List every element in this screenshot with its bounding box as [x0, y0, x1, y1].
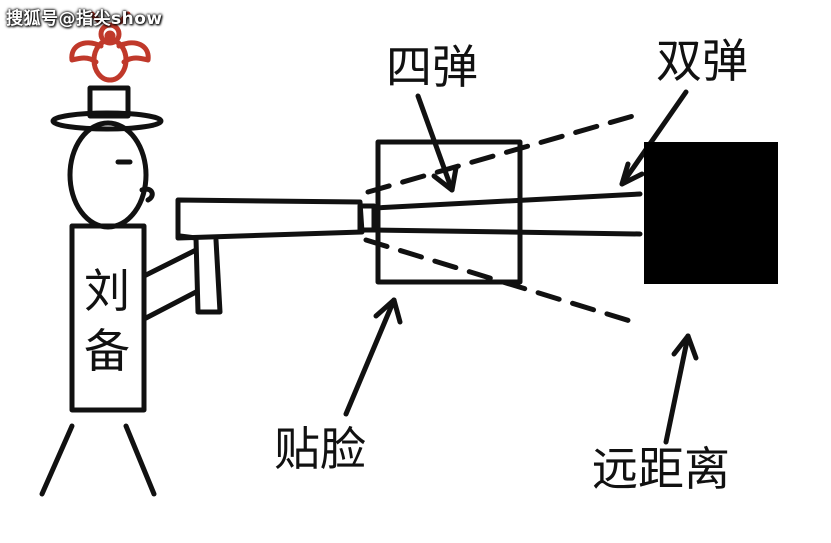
hat-icon [50, 85, 164, 132]
label-close-range: 贴脸 [274, 422, 366, 476]
character-name-line2: 备 [84, 324, 130, 378]
shotgun-icon [175, 197, 377, 315]
arrow-four-bullets-icon [415, 93, 459, 193]
spread-upper [365, 111, 643, 195]
head-icon [67, 120, 155, 230]
character-name-line1: 刘 [84, 264, 130, 318]
label-four-bullets: 四弹 [386, 40, 478, 94]
bird-logo-icon [69, 11, 151, 83]
spread-lower [363, 237, 643, 327]
arrow-double-bullets-icon [619, 89, 689, 187]
close-range-box [375, 139, 523, 285]
projectile-line-upper [371, 191, 643, 211]
arm [141, 247, 199, 279]
character-torso [69, 223, 147, 413]
arrow-long-range-icon [663, 333, 699, 445]
target-block [644, 142, 778, 284]
watermark: 搜狐号@指尖show [6, 9, 163, 29]
projectile-line-lower [371, 227, 643, 237]
left-leg [39, 423, 75, 497]
right-leg [123, 423, 157, 497]
label-double-bullets: 双弹 [656, 34, 748, 88]
label-long-range: 远距离 [592, 442, 730, 496]
arrow-close-range-icon [343, 297, 403, 417]
